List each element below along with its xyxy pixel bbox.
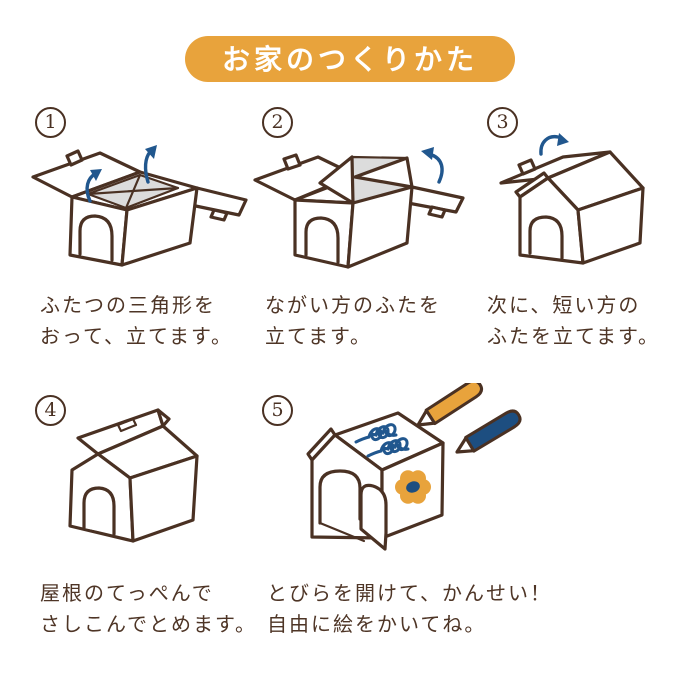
step-3-caption: 次に、短い方の ふたを立てます。 [487, 291, 660, 353]
step-4-illustration [68, 408, 199, 543]
step-2-illustration [253, 147, 465, 269]
fold-up-arrow-icon [85, 169, 102, 203]
flower-drawing [395, 470, 431, 504]
caption-line: おって、立てます。 [40, 326, 233, 348]
caption-line: 立てます。 [265, 326, 372, 348]
caption-line: ふたつの三角形を [40, 295, 216, 317]
crayon-scribble-drawing [354, 423, 410, 458]
door-opening [318, 469, 362, 525]
front-triangle-gable [318, 155, 355, 205]
flap-slot-tab [209, 208, 229, 222]
side-face [120, 186, 199, 267]
step-1-number-badge: 1 [35, 107, 66, 138]
caption-line: 次に、短い方の [487, 295, 641, 317]
blue-crayon-icon [455, 409, 522, 454]
tab-slot [116, 417, 138, 433]
step-3-number-badge: 3 [487, 107, 518, 138]
back-triangle-gable [353, 156, 414, 189]
flap-tab [282, 153, 302, 171]
flap-tab [517, 158, 537, 176]
caption-line: さしこんでとめます。 [40, 614, 257, 636]
side-face [576, 186, 645, 265]
step-5-illustration [306, 383, 522, 551]
step-5-number-badge: 5 [262, 395, 293, 426]
step-3-illustration [499, 133, 645, 265]
flap-slot-tab [427, 205, 447, 219]
side-face [128, 454, 199, 543]
fold-over-arrow-icon [539, 133, 569, 156]
fold-up-arrow-icon [143, 145, 157, 184]
step-1-illustration [31, 145, 248, 267]
caption-line: 屋根のてっぺんで [40, 583, 214, 605]
step-1-caption: ふたつの三角形を おって、立てます。 [40, 291, 233, 353]
tab-tip [156, 408, 171, 428]
page-title: お家のつくりかた [185, 36, 515, 82]
step-2-number-badge: 2 [262, 107, 293, 138]
step-2-caption: ながい方のふたを 立てます。 [265, 291, 441, 353]
door-arch [82, 486, 116, 536]
step-4-number-badge: 4 [35, 395, 66, 426]
caption-line: ながい方のふたを [265, 295, 441, 317]
step-5-caption: とびらを開けて、かんせい！ 自由に絵をかいてね。 [267, 579, 552, 641]
caption-line: ふたを立てます。 [487, 326, 660, 348]
door-arch [528, 215, 564, 260]
caption-line: 自由に絵をかいてね。 [267, 614, 487, 636]
flap-tab [65, 149, 84, 167]
fold-up-arrow-icon [421, 147, 444, 184]
side-face [346, 185, 414, 269]
step-4-caption: 屋根のてっぺんで さしこんでとめます。 [40, 579, 257, 641]
door-arch [78, 214, 114, 262]
open-door-panel [359, 483, 388, 551]
orange-crayon-icon [416, 383, 484, 427]
door-arch [304, 216, 340, 264]
caption-line: とびらを開けて、かんせい！ [267, 583, 552, 605]
